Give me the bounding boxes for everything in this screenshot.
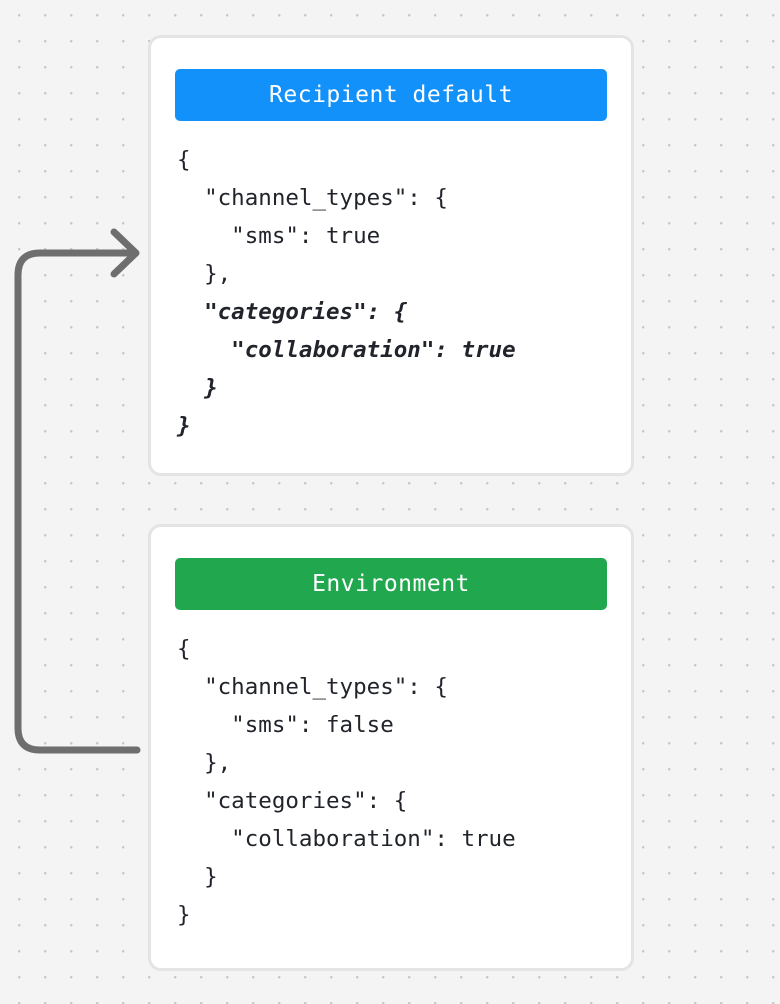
card-header-label: Recipient default <box>269 82 513 108</box>
json-line: } <box>177 902 191 928</box>
card-recipient-default[interactable]: Recipient default { "channel_types": { "… <box>148 35 634 476</box>
json-line: } <box>177 413 191 439</box>
json-line: { <box>177 636 191 662</box>
json-line: "sms": false <box>177 712 394 738</box>
json-block-recipient-default: { "channel_types": { "sms": true }, "cat… <box>177 141 617 445</box>
json-line: } <box>177 864 218 890</box>
card-header-environment: Environment <box>175 558 607 610</box>
json-line: "categories": { <box>177 788 408 814</box>
json-line: }, <box>177 261 232 287</box>
json-line: "channel_types": { <box>177 185 448 211</box>
json-line: "channel_types": { <box>177 674 448 700</box>
card-environment[interactable]: Environment { "channel_types": { "sms": … <box>148 524 634 971</box>
json-line: } <box>177 375 218 401</box>
card-header-label: Environment <box>312 571 470 597</box>
json-line: "sms": true <box>177 223 381 249</box>
json-line: }, <box>177 750 232 776</box>
json-block-environment: { "channel_types": { "sms": false }, "ca… <box>177 630 617 934</box>
json-line: "collaboration": true <box>177 826 516 852</box>
json-line: "collaboration": true <box>177 337 516 363</box>
json-line: { <box>177 147 191 173</box>
json-line: "categories": { <box>177 299 408 325</box>
card-header-recipient-default: Recipient default <box>175 69 607 121</box>
